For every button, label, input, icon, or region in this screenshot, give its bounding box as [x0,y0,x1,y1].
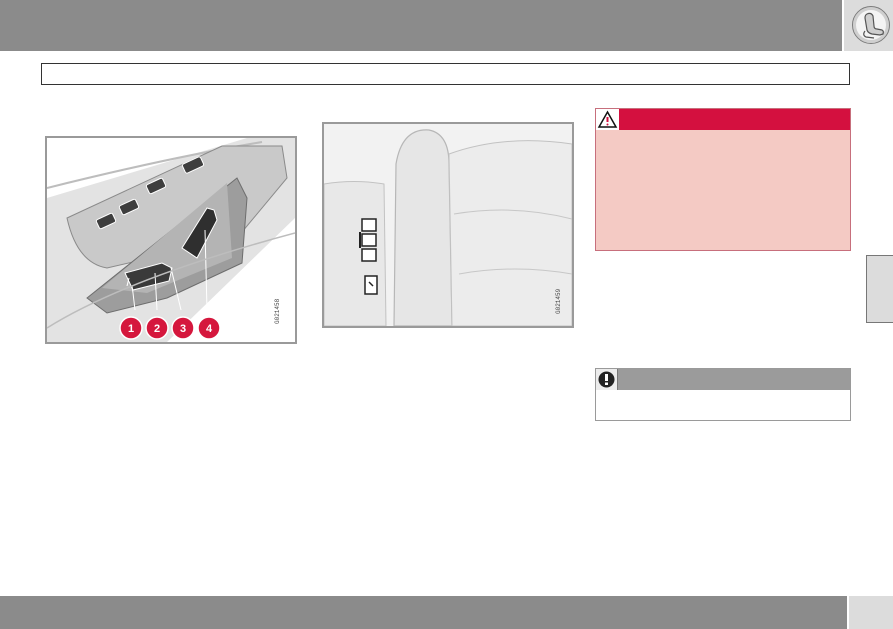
figure-image-code: G021459 [555,288,562,314]
chapter-tab [866,255,893,323]
callout-4: 4 [197,316,221,340]
callout-2-label: 2 [154,323,160,335]
callout-1-label: 1 [128,323,134,335]
callout-2: 2 [145,316,169,340]
warning-box [595,108,851,251]
seat-controls-figure: G021458 1 2 3 4 [45,136,297,344]
callout-4-label: 4 [206,323,213,335]
warning-triangle-icon [596,109,620,130]
header-bar [0,0,842,51]
warning-header [596,109,850,130]
seat-side-figure: G021459 [322,122,574,328]
callout-3: 3 [171,316,195,340]
seat-adjust-icon [852,6,890,44]
callout-3-label: 3 [180,323,186,335]
important-note-icon [596,369,618,390]
footer-bar [0,596,847,629]
figure-image-code: G021458 [274,298,281,324]
section-title-box [41,63,850,85]
page-number-box [849,596,893,629]
important-note-box [595,368,851,421]
callout-1: 1 [119,316,143,340]
note-header [596,369,850,390]
